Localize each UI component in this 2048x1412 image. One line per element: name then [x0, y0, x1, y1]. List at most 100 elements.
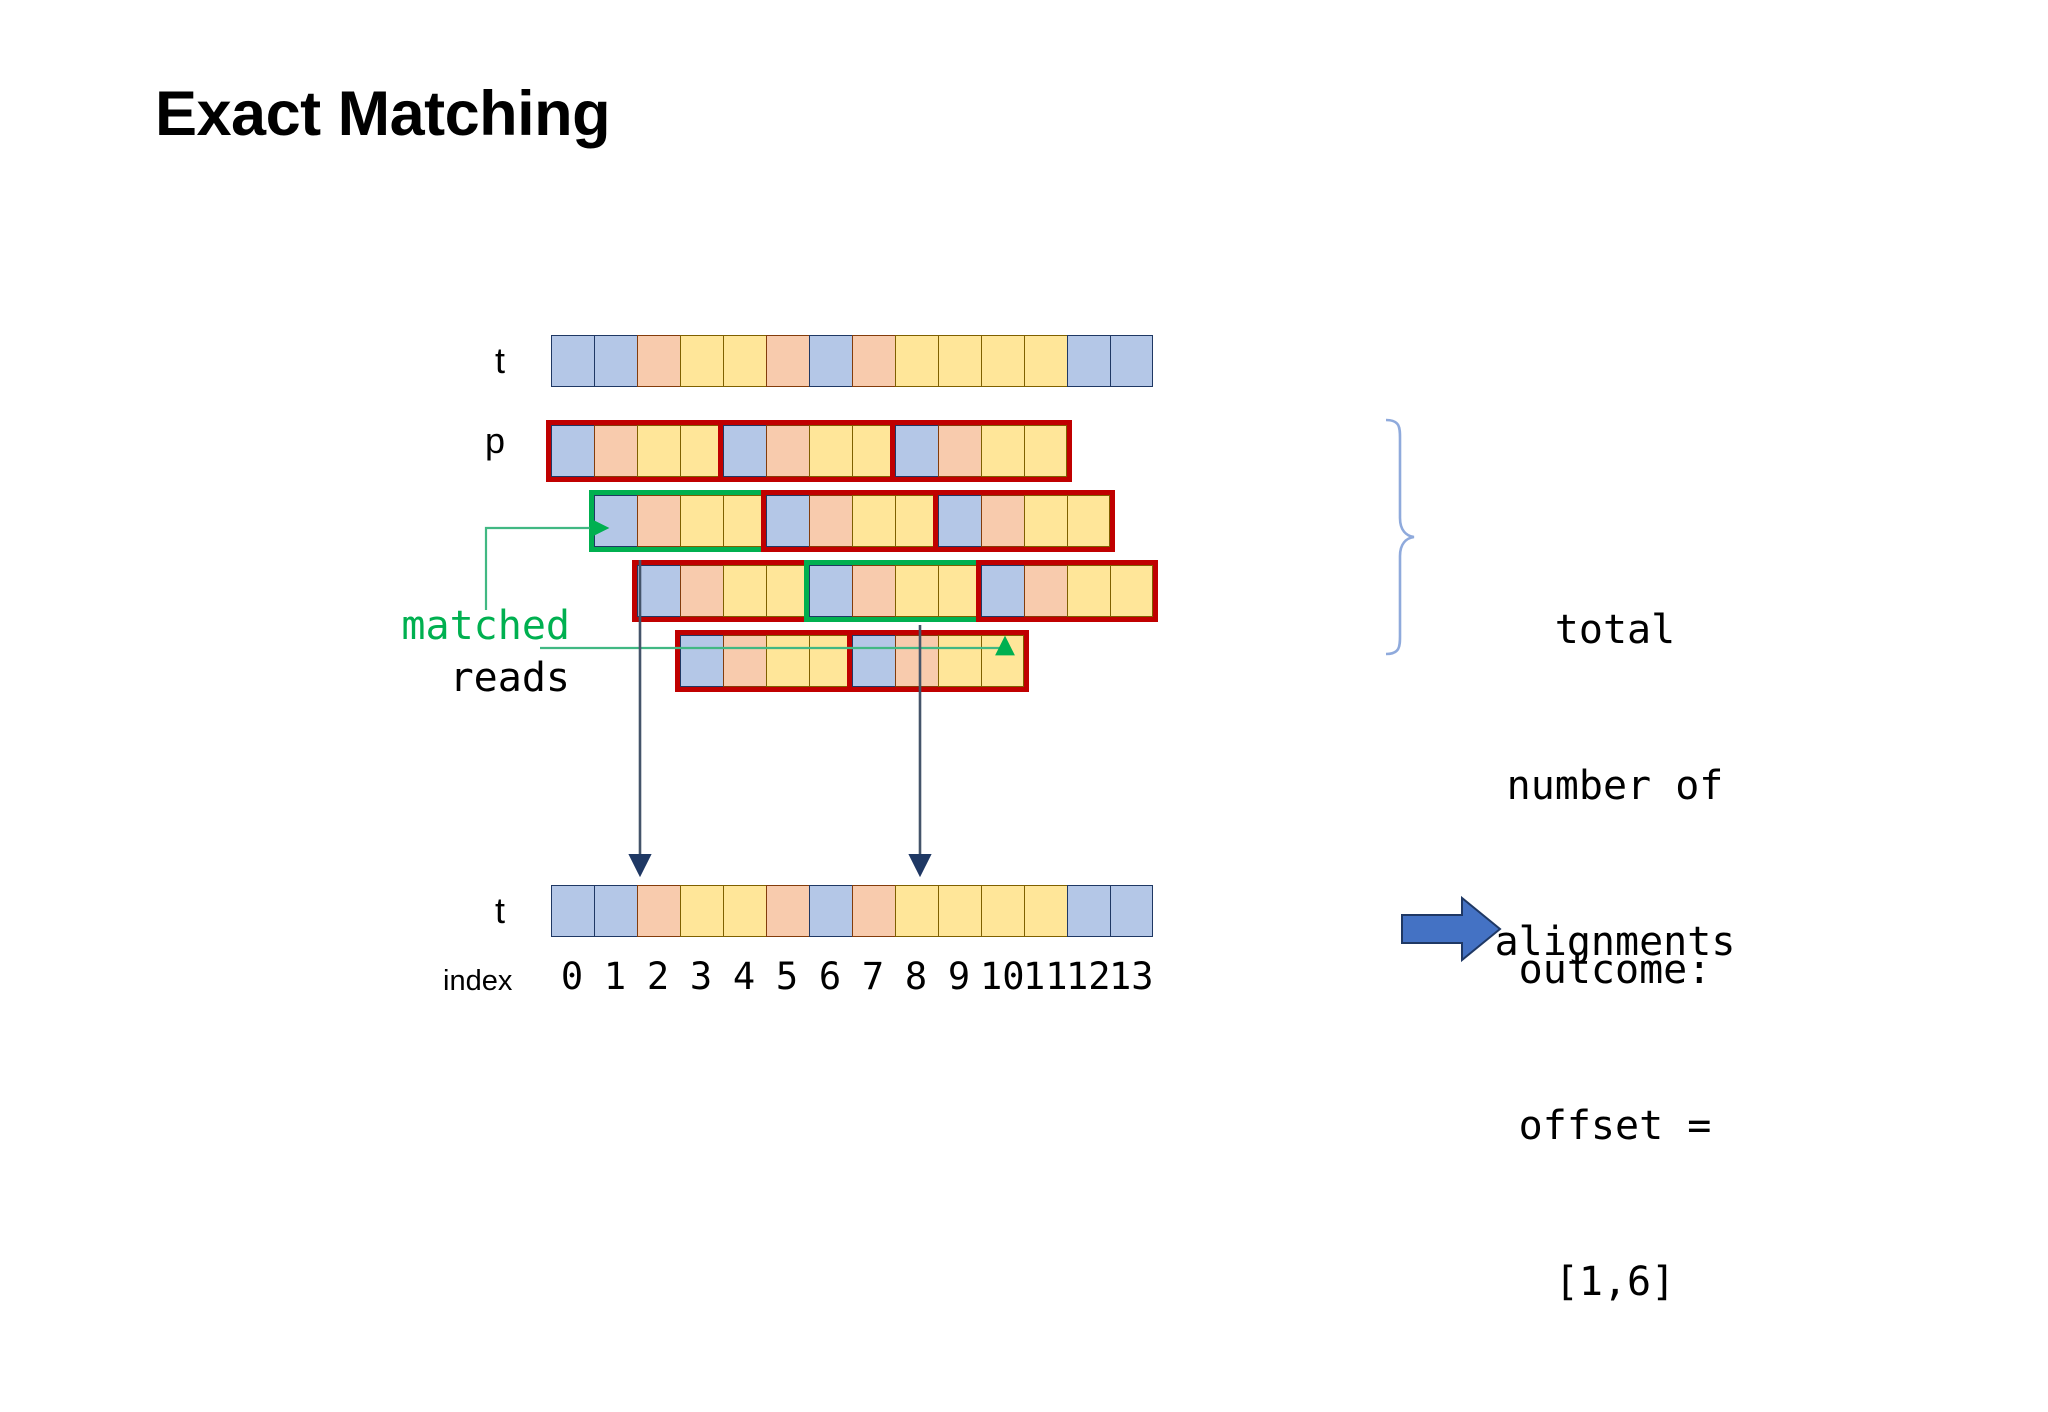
total-alignments-annotation: total number of alignments	[1455, 500, 1775, 1072]
index-number-2: 2	[646, 955, 670, 998]
reference-cell-9	[938, 335, 981, 387]
pattern-cell-3	[981, 635, 1024, 687]
pattern-cell-1	[852, 565, 895, 617]
outcome-line-1: outcome:	[1518, 947, 1712, 993]
alignment-block-row3-offset2-unmatched	[632, 560, 814, 622]
reference-cell-7	[852, 885, 895, 937]
pattern-cell-2	[981, 425, 1024, 477]
index-number-1: 1	[603, 955, 627, 998]
pattern-label: p	[484, 420, 505, 461]
index-number-7: 7	[861, 955, 885, 998]
reference-strip-bottom	[551, 885, 1153, 937]
pattern-cell-3	[852, 425, 895, 477]
page-title: Exact Matching	[155, 79, 611, 149]
alignments-line-3: alignments	[1494, 919, 1736, 965]
pattern-cell-0	[938, 495, 981, 547]
pattern-cell-0	[809, 565, 852, 617]
index-number-11: 11	[1023, 955, 1068, 998]
alignments-line-2: number of	[1506, 763, 1724, 809]
reference-cell-6	[809, 335, 852, 387]
pattern-cell-2	[809, 425, 852, 477]
pattern-cell-2	[1067, 565, 1110, 617]
matched-connector-upper	[484, 518, 610, 610]
index-number-4: 4	[732, 955, 756, 998]
reference-cell-5	[766, 885, 809, 937]
alignment-block-row2-offset1-matched	[589, 490, 771, 552]
pattern-cell-3	[723, 495, 766, 547]
reference-cell-0	[551, 885, 594, 937]
index-number-10: 10	[980, 955, 1025, 998]
reference-cell-13	[1110, 885, 1153, 937]
alignment-block-row4-offset3-unmatched	[675, 630, 857, 692]
reference-cell-10	[981, 335, 1024, 387]
outcome-line-2: offset =	[1518, 1103, 1712, 1149]
pattern-cell-3	[1024, 425, 1067, 477]
pattern-cell-1	[637, 495, 680, 547]
index-number-3: 3	[689, 955, 713, 998]
reference-cell-3	[680, 335, 723, 387]
index-number-8: 8	[904, 955, 928, 998]
alignments-brace	[1385, 418, 1415, 656]
pattern-cell-1	[895, 635, 938, 687]
outcome-line-3: [1,6]	[1554, 1259, 1676, 1305]
slide-canvas: Exact Matching t p matched reads total n…	[155, 79, 1775, 1305]
pattern-cell-3	[895, 495, 938, 547]
reference-cell-1	[594, 335, 637, 387]
alignment-block-row4-offset7-unmatched	[847, 630, 1029, 692]
top-reference-label: t	[494, 340, 505, 381]
pattern-cell-1	[766, 425, 809, 477]
pattern-cell-0	[723, 425, 766, 477]
index-number-12: 12	[1066, 955, 1111, 998]
pattern-cell-3	[680, 425, 723, 477]
index-number-13: 13	[1109, 955, 1154, 998]
alignment-block-row2-offset5-unmatched	[761, 490, 943, 552]
pattern-cell-3	[809, 635, 852, 687]
outcome-annotation: outcome: offset = [1,6]	[1455, 840, 1775, 1412]
pattern-cell-1	[981, 495, 1024, 547]
pattern-cell-1	[594, 425, 637, 477]
pattern-cell-0	[981, 565, 1024, 617]
reference-cell-11	[1024, 885, 1067, 937]
reference-strip-top	[551, 335, 1153, 387]
pattern-cell-2	[680, 495, 723, 547]
alignment-block-row3-offset10-unmatched	[976, 560, 1158, 622]
pattern-cell-3	[938, 565, 981, 617]
index-number-9: 9	[947, 955, 971, 998]
reference-cell-9	[938, 885, 981, 937]
index-label: index	[443, 965, 513, 997]
reference-cell-2	[637, 335, 680, 387]
pattern-cell-2	[637, 425, 680, 477]
pattern-cell-2	[723, 565, 766, 617]
pattern-cell-0	[895, 425, 938, 477]
reference-cell-10	[981, 885, 1024, 937]
matched-reads-label: matched reads	[320, 600, 570, 704]
reference-cell-4	[723, 335, 766, 387]
reference-cell-8	[895, 335, 938, 387]
reference-cell-6	[809, 885, 852, 937]
pattern-cell-3	[1067, 495, 1110, 547]
reference-cell-8	[895, 885, 938, 937]
pattern-cell-3	[766, 565, 809, 617]
pattern-cell-0	[852, 635, 895, 687]
index-number-6: 6	[818, 955, 842, 998]
matched-word: matched	[401, 603, 570, 649]
reference-cell-12	[1067, 335, 1110, 387]
reference-cell-3	[680, 885, 723, 937]
reference-cell-13	[1110, 335, 1153, 387]
pattern-cell-1	[938, 425, 981, 477]
pattern-cell-1	[1024, 565, 1067, 617]
pattern-cell-1	[680, 565, 723, 617]
reference-cell-0	[551, 335, 594, 387]
index-number-0: 0	[560, 955, 584, 998]
reference-cell-11	[1024, 335, 1067, 387]
alignments-line-1: total	[1554, 607, 1676, 653]
pattern-cell-0	[594, 495, 637, 547]
index-number-5: 5	[775, 955, 799, 998]
pattern-cell-0	[551, 425, 594, 477]
pattern-cell-2	[1024, 495, 1067, 547]
reference-cell-12	[1067, 885, 1110, 937]
pattern-cell-2	[895, 565, 938, 617]
pattern-cell-1	[723, 635, 766, 687]
reference-cell-2	[637, 885, 680, 937]
pattern-cell-2	[766, 635, 809, 687]
